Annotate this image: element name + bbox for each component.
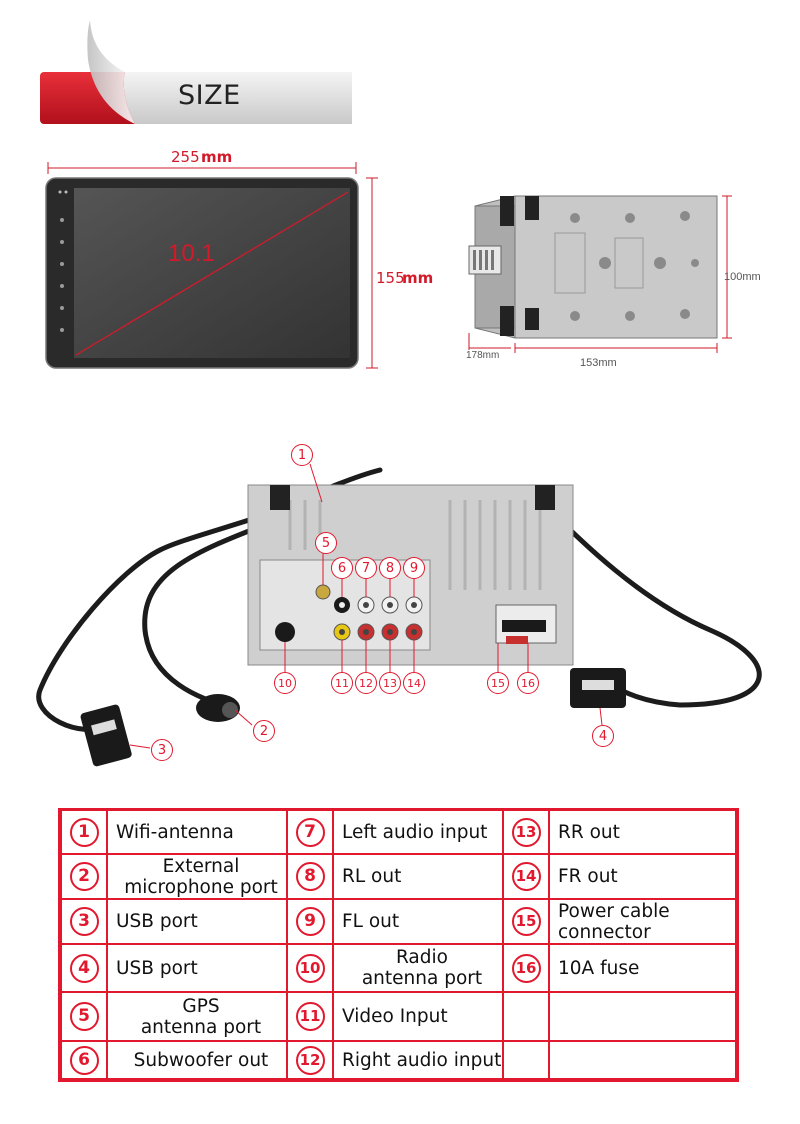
port-label: Radio antenna port [361,947,483,989]
chassis-width-label: 153mm [580,357,617,369]
port-number-badge: 6 [69,1045,99,1075]
screen-height-value: 155 [376,269,405,287]
screen-height-unit: mm [402,269,434,287]
callout-16: 16 [517,672,539,694]
table-number-cell: 11 [288,993,332,1040]
table-number-cell: 5 [62,993,106,1040]
table-number-cell: 3 [62,900,106,943]
table-number-cell: 14 [504,855,548,898]
callout-12: 12 [355,672,377,694]
table-label-cell: RL out [334,855,502,898]
table-number-cell: 7 [288,811,332,853]
table-label-cell [550,993,735,1040]
table-label-cell: FL out [334,900,502,943]
chassis-illustration [468,195,732,353]
callout-14: 14 [403,672,425,694]
table-label-cell: Left audio input [334,811,502,853]
port-number-badge: 2 [69,862,99,891]
table-label-cell: RR out [550,811,735,853]
table-label-cell: USB port [108,945,286,991]
chassis-depth-label: 178mm [466,350,500,361]
table-number-cell: 9 [288,900,332,943]
port-number-badge: 10 [295,953,325,983]
callout-8: 8 [379,557,401,579]
table-number-cell [504,993,548,1040]
port-number-badge: 9 [295,907,325,936]
table-number-cell: 2 [62,855,106,898]
port-label: FL out [342,911,400,932]
port-number-badge: 8 [295,862,325,891]
table-label-cell: Right audio input [334,1042,502,1078]
port-number-badge: 14 [511,862,541,891]
table-number-cell: 10 [288,945,332,991]
port-label: External microphone port [124,855,278,898]
table-label-cell: Power cable connector [550,900,735,943]
table-label-cell: GPS antenna port [108,993,286,1040]
callout-13: 13 [379,672,401,694]
table-number-cell: 1 [62,811,106,853]
callout-10: 10 [274,672,296,694]
port-label: Video Input [342,1006,448,1027]
table-number-cell [504,1042,548,1078]
port-number-badge: 1 [69,817,99,847]
port-label: FR out [558,866,618,887]
port-label: 10A fuse [558,957,640,979]
screen-width-unit: mm [201,148,233,166]
screen-diagonal-label: 10.1 [168,240,215,267]
port-label: RL out [342,866,402,887]
screen-width-value: 255 [171,148,200,166]
table-label-cell: USB port [108,900,286,943]
table-number-cell: 15 [504,900,548,943]
callout-6: 6 [331,557,353,579]
port-label: Right audio input [342,1049,502,1071]
table-number-cell: 13 [504,811,548,853]
size-banner [40,20,352,124]
table-number-cell: 4 [62,945,106,991]
port-number-badge: 4 [69,953,99,983]
table-number-cell: 12 [288,1042,332,1078]
callout-3: 3 [151,739,173,761]
port-number-badge: 13 [511,817,541,847]
size-title: SIZE [178,80,241,111]
table-label-cell: FR out [550,855,735,898]
callout-7: 7 [355,557,377,579]
port-label: GPS antenna port [140,995,262,1038]
port-label: Subwoofer out [133,1049,269,1071]
port-number-badge: 5 [69,1002,99,1031]
table-label-cell [550,1042,735,1078]
port-number-badge: 3 [69,907,99,936]
port-number-badge: 11 [295,1002,325,1031]
port-label: RR out [558,821,620,843]
port-number-badge: 12 [295,1045,325,1075]
table-label-cell: 10A fuse [550,945,735,991]
rear-panel-wiring-illustration [36,463,762,767]
callout-4: 4 [592,725,614,747]
table-number-cell: 8 [288,855,332,898]
callout-1: 1 [291,444,313,466]
table-label-cell: External microphone port [108,855,286,898]
table-number-cell: 16 [504,945,548,991]
port-number-badge: 15 [511,907,541,936]
callout-15: 15 [487,672,509,694]
port-label: Wifi-antenna [116,821,234,843]
port-label: Power cable connector [558,900,670,943]
table-label-cell: Wifi-antenna [108,811,286,853]
port-number-badge: 7 [295,817,325,847]
head-unit-front-illustration [45,162,378,369]
callout-2: 2 [253,720,275,742]
callout-5: 5 [315,532,337,554]
table-label-cell: Subwoofer out [108,1042,286,1078]
port-number-badge: 16 [511,953,541,983]
port-label: USB port [116,957,198,979]
table-number-cell: 6 [62,1042,106,1078]
table-label-cell: Video Input [334,993,502,1040]
callout-11: 11 [331,672,353,694]
callout-9: 9 [403,557,425,579]
port-label: USB port [116,911,198,932]
port-label: Left audio input [342,821,488,843]
table-label-cell: Radio antenna port [334,945,502,991]
chassis-height-label: 100mm [724,271,761,283]
